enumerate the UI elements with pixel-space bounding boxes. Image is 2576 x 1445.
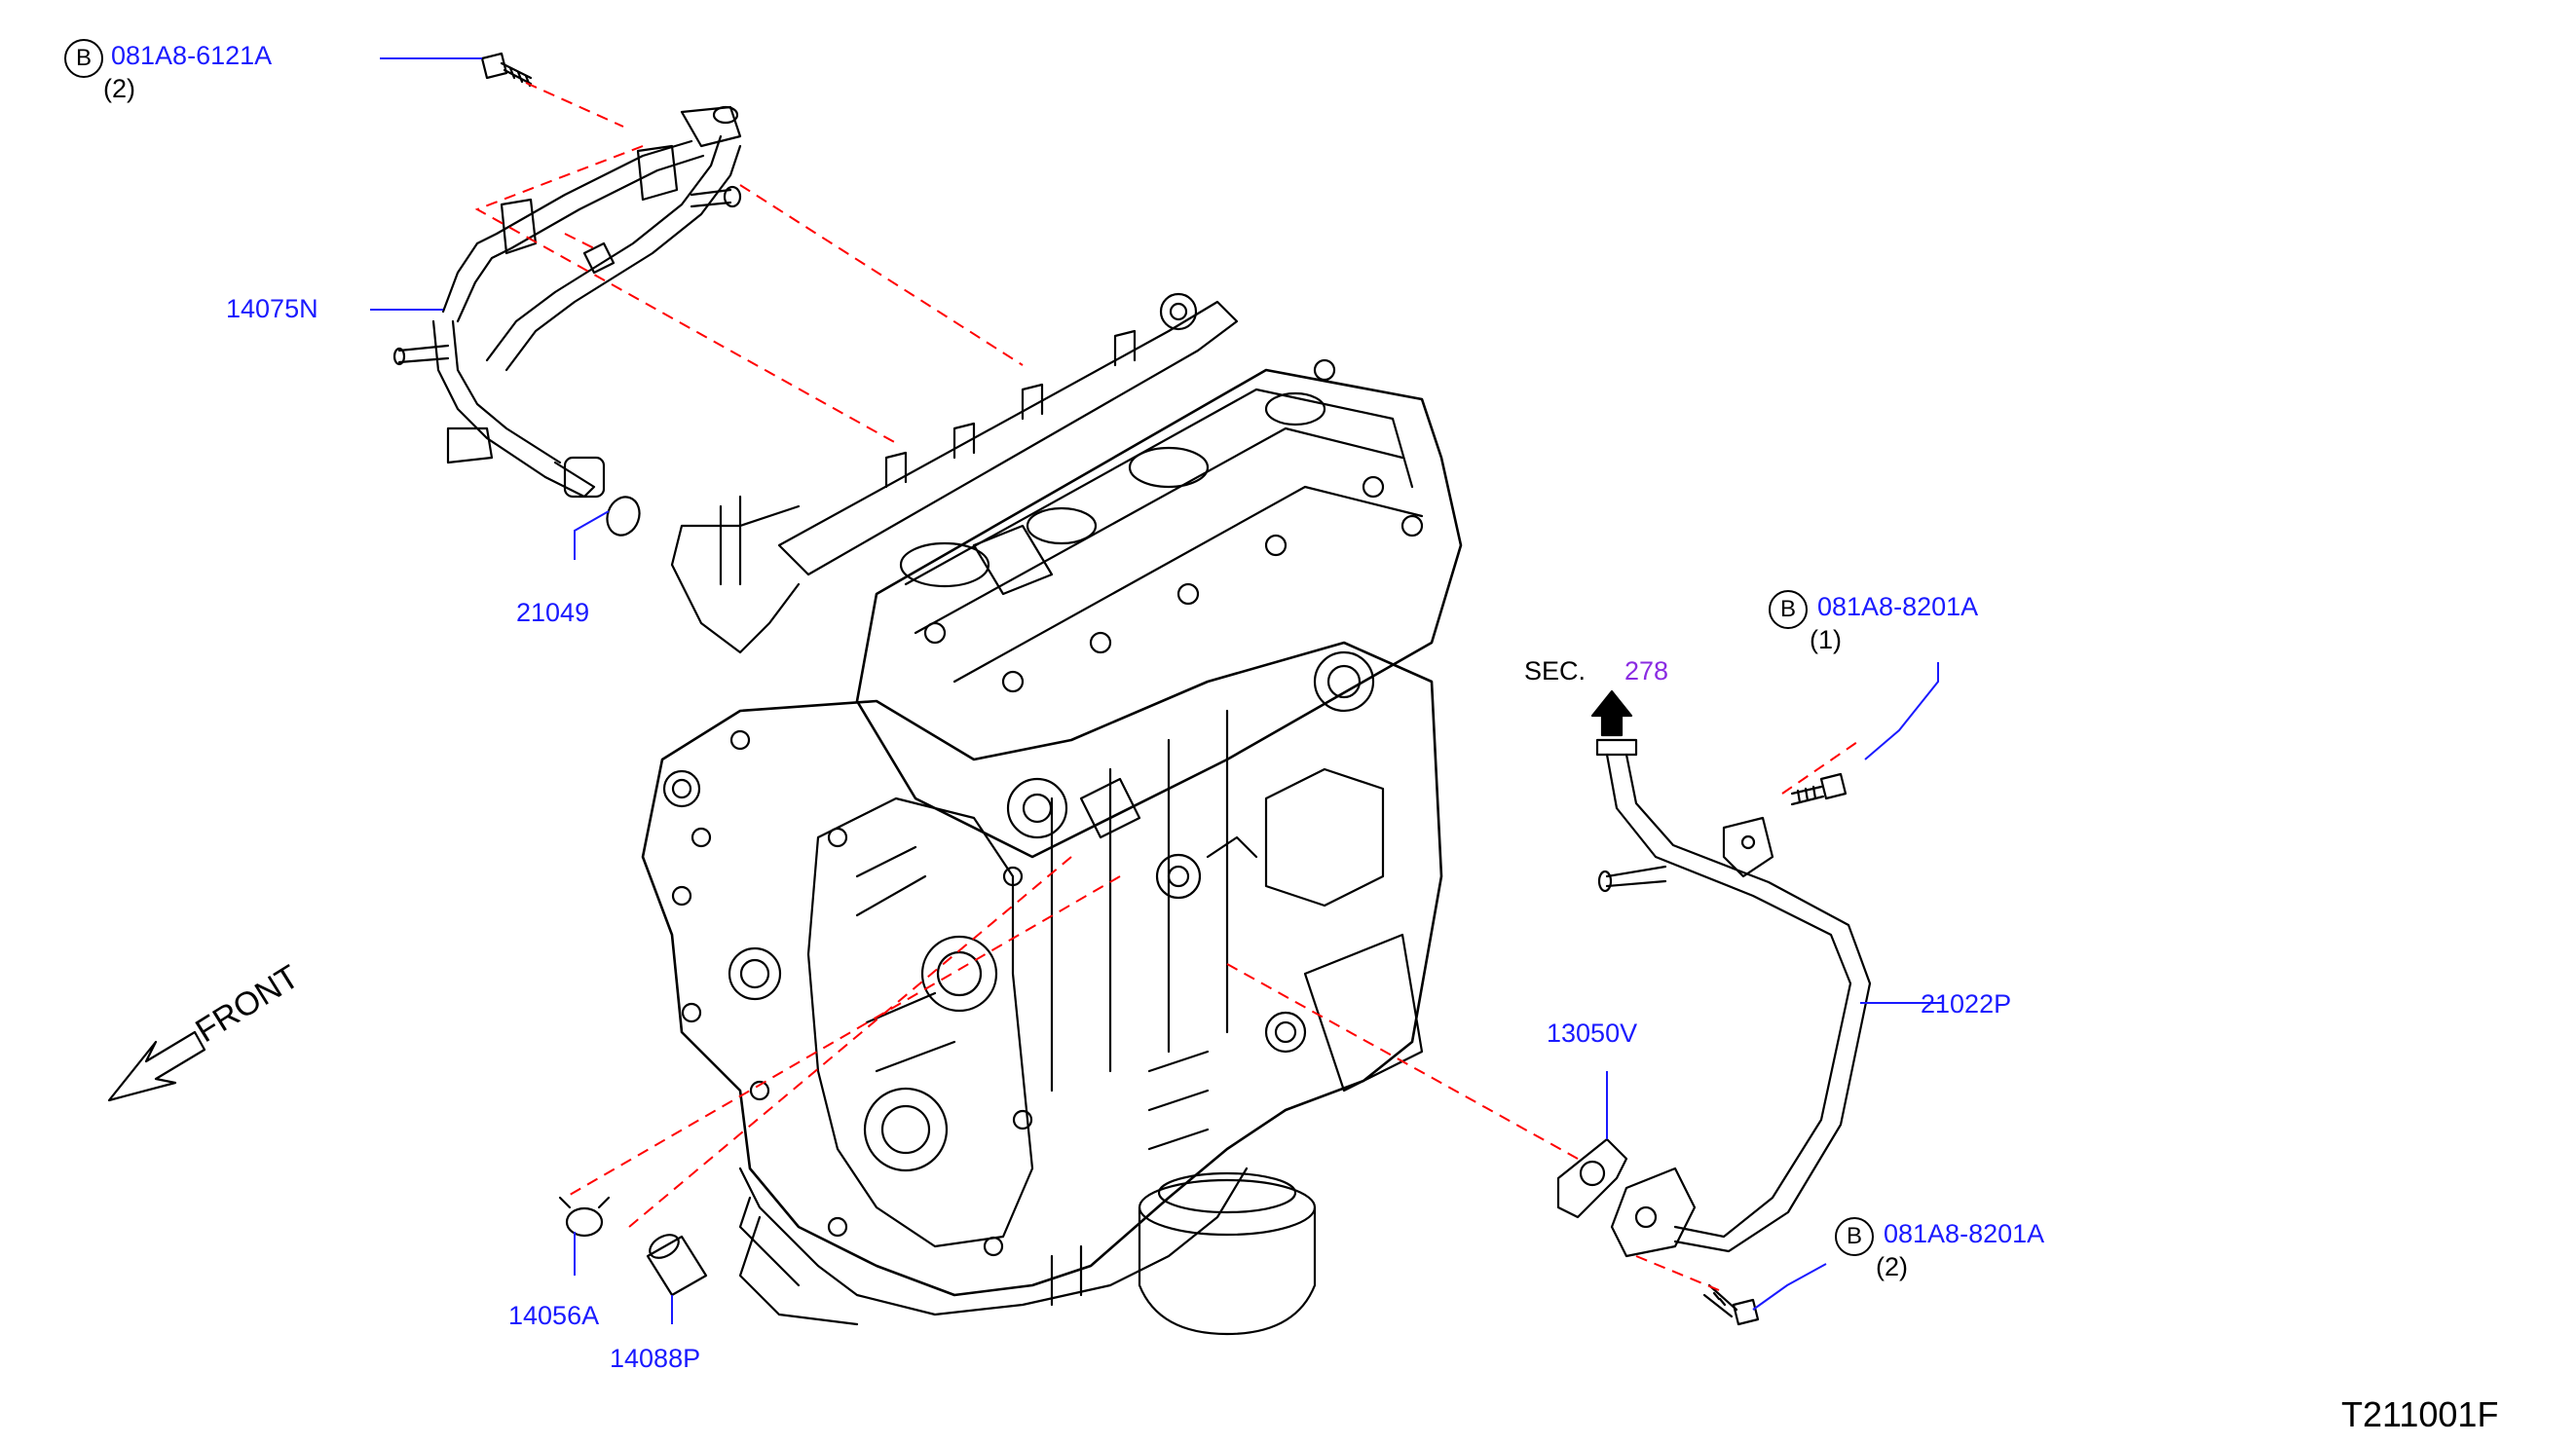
oring-21049[interactable] [602,493,645,540]
hose-14088p[interactable] [646,1230,708,1297]
qty-label-bolt-right-top: (1) [1810,625,1842,654]
part-label-081a8-6121a[interactable]: 081A8-6121A [111,41,273,70]
front-arrow-icon [107,1030,206,1102]
section-arrow-icon [1590,689,1633,737]
qty-label-bolt-right-bottom: (2) [1876,1252,1908,1281]
part-label-21049[interactable]: 21049 [516,598,590,627]
bolt-b-marker-right-bottom: B [1835,1217,1874,1256]
bolt-081a8-6121a[interactable] [480,52,533,88]
part-label-081a8-8201a-lower[interactable]: 081A8-8201A [1884,1219,2045,1248]
bolt-b-marker-right-top: B [1769,590,1808,629]
section-label: SEC. [1524,656,1587,685]
section-number-link[interactable]: 278 [1624,656,1669,685]
qty-label-bolt-top: (2) [103,74,135,103]
bolt-081a8-8201a-upper[interactable] [1790,772,1848,806]
gasket-13050v[interactable] [1556,1137,1628,1219]
part-label-13050v[interactable]: 13050V [1547,1019,1638,1048]
leader-lines [370,57,1943,1324]
oil-pipe-21022p[interactable] [1595,738,1872,1258]
water-tube-14075n[interactable] [392,105,742,499]
part-label-14088p[interactable]: 14088P [610,1344,701,1373]
clamp-14056a[interactable] [558,1196,611,1238]
part-label-081a8-8201a-upper[interactable]: 081A8-8201A [1817,592,1979,621]
part-label-14075n[interactable]: 14075N [226,294,318,323]
engine-block [641,292,1463,1336]
drawing-code: T211001F [2341,1394,2499,1434]
part-label-21022p[interactable]: 21022P [1921,989,2012,1019]
part-label-14056a[interactable]: 14056A [508,1301,600,1330]
alignment-lines [474,82,1861,1291]
bolt-b-marker-top: B [64,39,103,78]
bolt-081a8-8201a-lower[interactable] [1702,1283,1760,1326]
